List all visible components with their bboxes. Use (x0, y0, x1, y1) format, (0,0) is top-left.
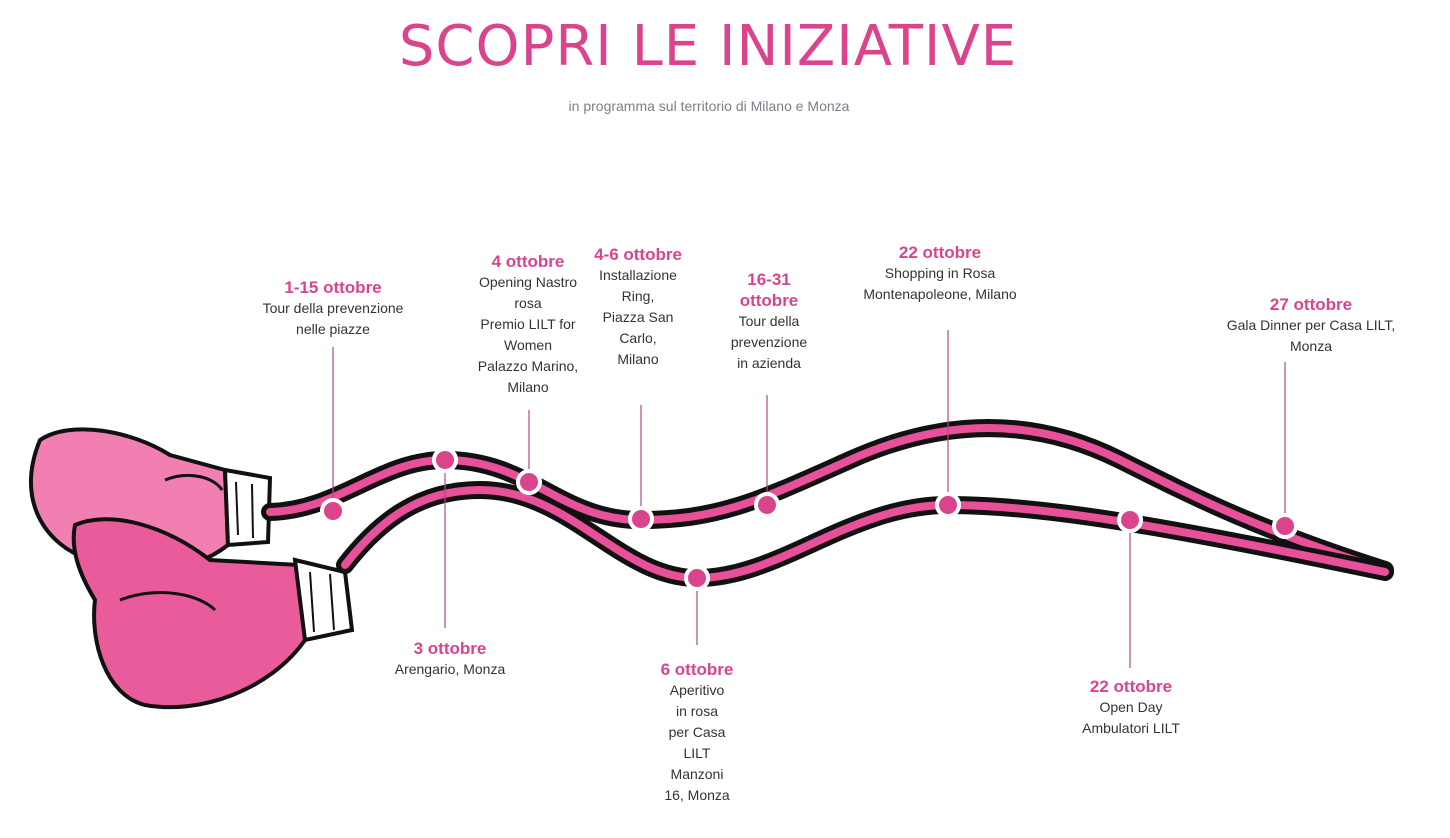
timeline-markers (320, 447, 1298, 591)
boxing-glove-lower-icon (71, 517, 355, 710)
event-desc-line: Carlo, (619, 330, 657, 346)
event-4-ottobre: 4 ottobre Opening Nastro rosa Premio LIL… (462, 251, 594, 398)
event-date: 1-15 ottobre (284, 278, 382, 297)
event-4-6-ottobre: 4-6 ottobre Installazione Ring, Piazza S… (588, 244, 688, 370)
event-desc-line: Shopping in Rosa (884, 265, 996, 281)
marker-4-6-ottobre (628, 506, 654, 532)
event-desc-line: LILT (683, 745, 711, 761)
event-6-ottobre: 6 ottobre Aperitivo in rosa per Casa LIL… (654, 659, 740, 806)
event-3-ottobre: 3 ottobre Arengario, Monza (365, 638, 535, 680)
marker-6-ottobre (684, 565, 710, 591)
event-desc-line: prevenzione (730, 334, 808, 350)
marker-27-ottobre (1272, 513, 1298, 539)
event-date: 3 ottobre (413, 639, 487, 658)
event-desc-line: Monza (1289, 338, 1333, 354)
event-1-15-ottobre: 1-15 ottobre Tour della prevenzione nell… (238, 277, 428, 340)
event-desc-line: Milano (617, 351, 659, 367)
event-desc-line: Premio LILT for (480, 316, 576, 332)
event-date: 27 ottobre (1269, 295, 1353, 314)
event-desc-line: Ring, (621, 288, 655, 304)
event-desc-line: Ambulatori LILT (1082, 720, 1180, 736)
event-desc-line: in rosa (675, 703, 719, 719)
event-22-ottobre-openday: 22 ottobre Open Day Ambulatori LILT (1045, 676, 1217, 739)
event-date: 16-31 ottobre (739, 270, 799, 310)
event-desc-line: in azienda (737, 355, 801, 371)
marker-3-ottobre (432, 447, 458, 473)
event-desc-line: Palazzo Marino, (477, 358, 579, 374)
event-desc-line: Montenapoleone, Milano (863, 286, 1017, 302)
event-desc-line: Arengario, Monza (394, 661, 506, 677)
event-27-ottobre: 27 ottobre Gala Dinner per Casa LILT, Mo… (1198, 294, 1424, 357)
event-desc-line: Aperitivo (669, 682, 725, 698)
marker-22-ottobre-openday (1117, 507, 1143, 533)
event-desc-line: Open Day (1099, 699, 1163, 715)
event-desc-line: Tour della prevenzione (262, 300, 404, 316)
marker-4-ottobre (516, 469, 542, 495)
event-desc-line: nelle piazze (296, 321, 370, 337)
event-desc-line: 16, Monza (664, 787, 730, 803)
event-date: 4 ottobre (491, 252, 565, 271)
page-title: SCOPRI LE INIZIATIVE (398, 14, 1018, 79)
event-22-ottobre-shopping: 22 ottobre Shopping in Rosa Montenapoleo… (835, 242, 1045, 305)
marker-1-15-ottobre (320, 498, 346, 524)
event-desc-line: rosa (514, 295, 542, 311)
event-16-31-ottobre: 16-31 ottobre Tour della prevenzione in … (720, 269, 818, 374)
event-date: 22 ottobre (898, 243, 982, 262)
event-date: 6 ottobre (660, 660, 734, 679)
marker-22-ottobre-shopping (935, 492, 961, 518)
event-desc-line: Gala Dinner per Casa LILT, (1226, 317, 1396, 333)
event-desc-line: Tour della (738, 313, 800, 329)
event-desc-line: Opening Nastro (478, 274, 578, 290)
event-desc-line: Installazione (599, 267, 677, 283)
event-date: 22 ottobre (1089, 677, 1173, 696)
connector-lines (332, 330, 1286, 668)
event-desc-line: Milano (507, 379, 549, 395)
event-desc-line: Manzoni (670, 766, 724, 782)
marker-16-31-ottobre (754, 492, 780, 518)
event-desc-line: Women (504, 337, 552, 353)
event-date: 4-6 ottobre (594, 245, 682, 264)
event-desc-line: per Casa (668, 724, 726, 740)
page-subtitle: in programma sul territorio di Milano e … (568, 98, 850, 114)
event-desc-line: Piazza San (602, 309, 674, 325)
